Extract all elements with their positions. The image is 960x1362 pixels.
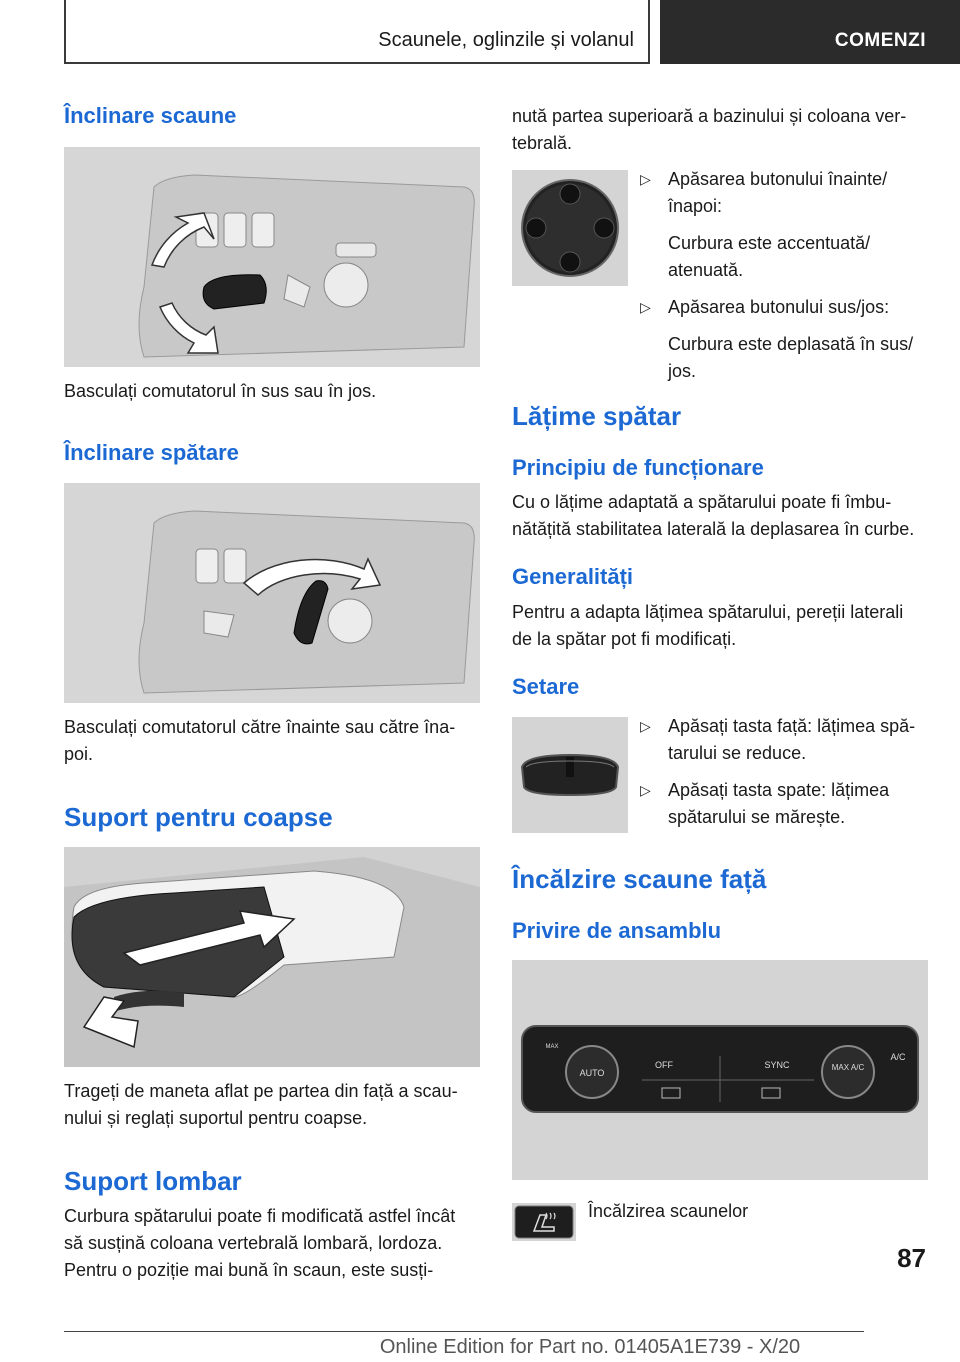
bullet-text: Apăsarea butonului sus/jos: [668,297,890,317]
triangle-bullet-icon: ▷ [640,171,651,187]
text-backrest-tilt-2: poi. [64,744,94,764]
width-button-icon [512,717,628,833]
lumbar-button-icon [512,170,628,286]
off-button-label: OFF [655,1060,673,1070]
header-box: Scaunele, oglinzile și volanul [64,0,650,64]
text-thigh-1: Trageți de maneta aflat pe partea din fa… [64,1081,458,1101]
heading-backrest-width: Lățime spătar [512,401,682,431]
thigh-support-illustration [64,847,480,1067]
page-number: 87 [897,1243,926,1273]
backrest-tilt-illustration [64,483,480,703]
figure-lumbar-button [512,170,628,286]
heading-setting: Setare [512,674,580,699]
text-lumbar-3: Pentru o poziție mai bună în scaun, este… [64,1260,434,1280]
climate-panel-illustration: AUTO MAX A/C OFF SYNC A/C MAX [512,960,928,1180]
chapter-tab: COMENZI [660,0,960,64]
width-bullet-2: ▷ Apăsați tasta spate: lățimea spătarulu… [640,777,930,831]
bullet-subtext: Curbura este accentuată/ [668,233,871,253]
caption-seat-heating: Încălzirea scaunelor [588,1201,749,1221]
bullet-text: înapoi: [668,196,723,216]
figure-backrest-tilt [64,483,480,703]
bullet-text: spătarului se mărește. [668,807,846,827]
lumbar-bullet-1: ▷ Apăsarea butonului înainte/ înapoi: Cu… [640,166,930,284]
text-seat-tilt: Basculați comutatorul în sus sau în jos. [64,381,377,401]
seat-tilt-illustration [64,147,480,367]
heading-general: Generalități [512,564,634,589]
text-lumbar-1: Curbura spătarului poate fi modificată a… [64,1206,456,1226]
text-general-1: Pentru a adapta lățimea spătarului, pere… [512,602,904,622]
heading-principle: Principiu de funcționare [512,455,764,480]
text-thigh-2: nului și reglați suportul pentru coapse. [64,1108,368,1128]
bullet-text: Apăsarea butonului înainte/ [668,169,888,189]
bullet-subtext: Curbura este deplasată în sus/ [668,334,914,354]
figure-width-button [512,717,628,833]
section-title: Scaunele, oglinzile și volanul [378,29,634,51]
text-cont-1: nută partea superioară a bazinului și co… [512,106,907,126]
seat-heating-icon [512,1203,576,1241]
text-cont-2: tebrală. [512,133,573,153]
triangle-bullet-icon: ▷ [640,718,651,734]
figure-climate-panel: AUTO MAX A/C OFF SYNC A/C MAX [512,960,928,1180]
triangle-bullet-icon: ▷ [640,299,651,315]
width-bullet-list: ▷ Apăsați tasta față: lățimea spă- tarul… [640,713,930,831]
ac-button-label: A/C [890,1052,906,1062]
bullet-subtext: atenuată. [668,260,744,280]
sync-button-label: SYNC [764,1060,790,1070]
figure-seat-tilt [64,147,480,367]
max-defrost-label: MAX [545,1044,558,1050]
text-backrest-tilt-1: Basculați comutatorul către înainte sau … [64,717,456,737]
lumbar-bullet-list: ▷ Apăsarea butonului înainte/ înapoi: Cu… [640,166,930,385]
bullet-text: tarului se reduce. [668,743,807,763]
figure-seat-heating-button [512,1203,576,1241]
chapter-tab-label: COMENZI [834,30,926,51]
width-bullet-1: ▷ Apăsați tasta față: lățimea spă- tarul… [640,713,930,767]
lumbar-bullet-2: ▷ Apăsarea butonului sus/jos: Curbura es… [640,294,930,385]
figure-thigh-support [64,847,480,1067]
text-principle-1: Cu o lățime adaptată a spătarului poate … [512,492,892,512]
max-ac-button-label: MAX A/C [832,1063,865,1072]
triangle-bullet-icon: ▷ [640,782,651,798]
text-general-2: de la spătar pot fi modificați. [512,629,737,649]
text-lumbar-2: să susțină coloana vertebrală lombară, l… [64,1233,443,1253]
bullet-text: Apăsați tasta spate: lățimea [668,780,890,800]
heading-thigh-support: Suport pentru coapse [64,802,333,832]
bullet-text: Apăsați tasta față: lățimea spă- [668,716,916,736]
heading-lumbar-support: Suport lombar [64,1166,242,1196]
heading-overview: Privire de ansamblu [512,918,722,943]
heading-backrest-tilt: Înclinare spătare [64,440,239,465]
footer-divider [64,1331,864,1332]
footer-edition: Online Edition for Part no. 01405A1E739 … [379,1336,801,1358]
heading-seat-heating: Încălzire scaune față [512,864,767,894]
auto-button-label: AUTO [580,1068,605,1078]
bullet-subtext: jos. [668,361,697,381]
text-principle-2: nătățită stabilitatea laterală la deplas… [512,519,915,539]
heading-seat-tilt: Înclinare scaune [64,103,237,128]
